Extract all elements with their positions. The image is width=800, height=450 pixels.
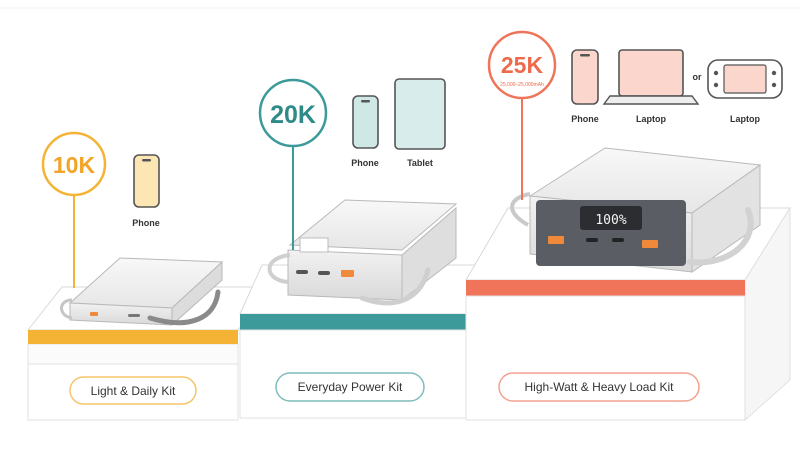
device-label: Phone [132, 218, 160, 228]
usb-c-port-icon [128, 314, 140, 317]
usb-c-port-icon [318, 271, 330, 275]
or-connector: or [693, 72, 702, 82]
usb-a-port-icon [341, 270, 354, 277]
handheld-console-icon [707, 59, 783, 99]
cable-icon [687, 207, 754, 266]
capacity-label: 20K [270, 101, 316, 129]
device-label: Tablet [407, 158, 433, 168]
device-label: Phone [351, 158, 379, 168]
tablet-icon [394, 78, 446, 150]
kit-label: High-Watt & Heavy Load Kit [525, 380, 675, 394]
usb-a-port-icon [90, 312, 98, 316]
device-label: Laptop [730, 114, 760, 124]
capacity-label: 10K [53, 152, 96, 178]
power-bank-20k [267, 199, 458, 306]
capacity-label: 25K [501, 52, 544, 78]
display-panel [536, 200, 686, 266]
power-bank-25k: 100% [510, 147, 762, 273]
phone-icon [133, 154, 160, 208]
usb-c-port-icon [296, 270, 308, 274]
capacity-badge-10k [41, 131, 107, 197]
kit-label-pill [69, 376, 197, 405]
usb-c-port-icon [612, 238, 624, 242]
laptop-icon [602, 49, 700, 105]
cable-icon [359, 267, 431, 306]
device-label: Laptop [636, 114, 666, 124]
power-bank-10k [60, 257, 224, 327]
battery-readout: 100% [595, 213, 626, 228]
phone-icon [352, 95, 379, 149]
phone-icon [571, 49, 599, 105]
capacity-badge-20k [258, 78, 328, 148]
kit-label: Everyday Power Kit [298, 380, 403, 394]
capacity-badge-25k [487, 30, 557, 100]
capacity-sublabel: 25,000–25,000mAh [500, 82, 544, 88]
cable-icon [147, 289, 221, 326]
usb-a-port-icon [642, 240, 658, 248]
kit-label: Light & Daily Kit [91, 384, 176, 398]
kit-label-pill [275, 372, 425, 402]
kit-label-pill [498, 372, 700, 402]
usb-c-port-icon [586, 238, 598, 242]
device-label: Phone [571, 114, 599, 124]
usb-a-port-icon [548, 236, 564, 244]
